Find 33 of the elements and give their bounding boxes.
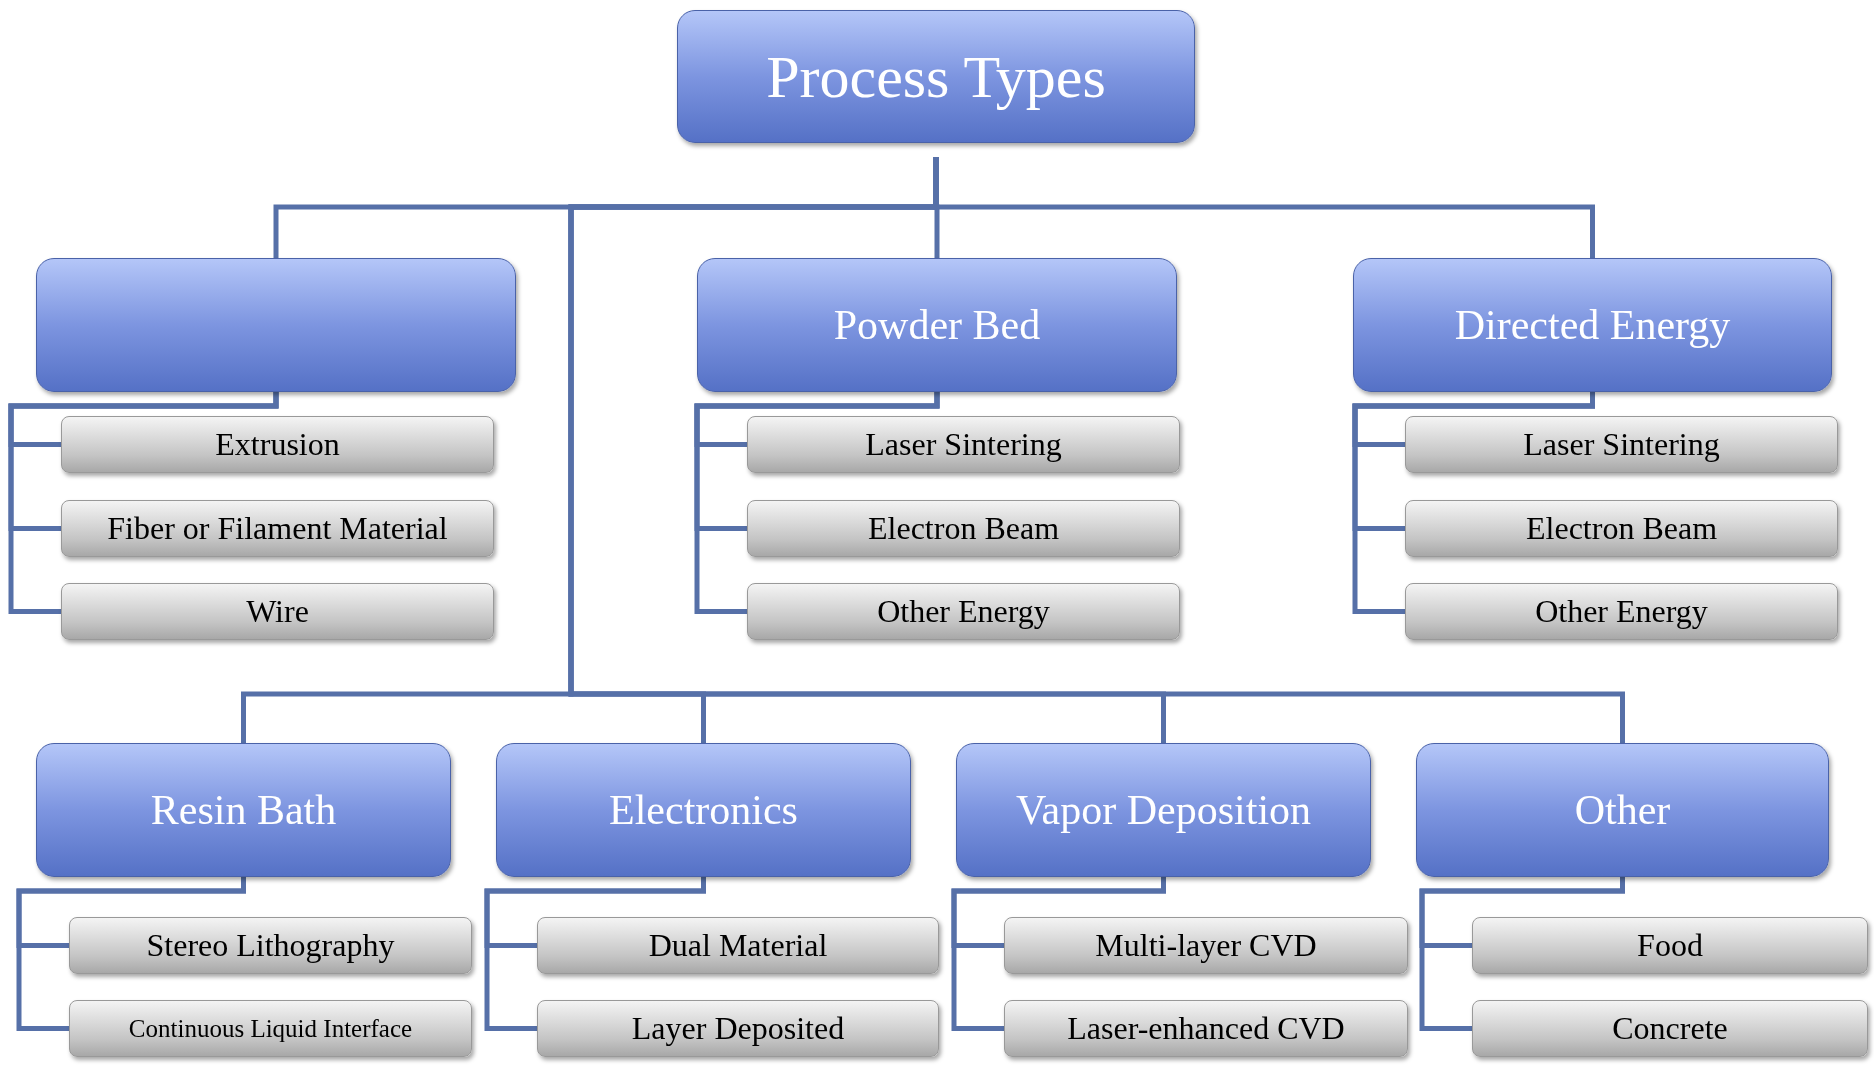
connector-line: [694, 392, 940, 614]
category-box: Other: [1416, 743, 1829, 877]
category-box: Vapor Deposition: [956, 743, 1371, 877]
sub-process-box: Other Energy: [747, 583, 1180, 640]
sub-process-box: Laser-enhanced CVD: [1004, 1000, 1408, 1057]
sub-process-box: Extrusion: [61, 416, 494, 473]
connector-line: [1352, 392, 1595, 614]
sub-process-box: Concrete: [1472, 1000, 1868, 1057]
sub-process-box: Continuous Liquid Interface: [69, 1000, 472, 1057]
category-box: Process Types: [677, 10, 1195, 143]
category-box: Powder Bed: [697, 258, 1177, 392]
sub-process-box: Electron Beam: [1405, 500, 1838, 557]
connector-line: [951, 877, 1166, 1031]
sub-process-box: Laser Sintering: [747, 416, 1180, 473]
sub-process-box: Laser Sintering: [1405, 416, 1838, 473]
connector-line: [1419, 877, 1625, 1031]
connector-line: [8, 392, 279, 614]
sub-process-box: Fiber or Filament Material: [61, 500, 494, 557]
connector-line: [568, 157, 1625, 743]
category-box: Resin Bath: [36, 743, 451, 877]
sub-process-box: Food: [1472, 917, 1868, 974]
sub-process-box: Other Energy: [1405, 583, 1838, 640]
connector-line: [16, 877, 246, 1031]
sub-process-box: Wire: [61, 583, 494, 640]
category-box: [36, 258, 516, 392]
category-box: Electronics: [496, 743, 911, 877]
sub-process-box: Layer Deposited: [537, 1000, 939, 1057]
category-box: Directed Energy: [1353, 258, 1832, 392]
sub-process-box: Electron Beam: [747, 500, 1180, 557]
sub-process-box: Dual Material: [537, 917, 939, 974]
sub-process-box: Multi-layer CVD: [1004, 917, 1408, 974]
sub-process-box: Stereo Lithography: [69, 917, 472, 974]
connector-line: [484, 877, 706, 1031]
